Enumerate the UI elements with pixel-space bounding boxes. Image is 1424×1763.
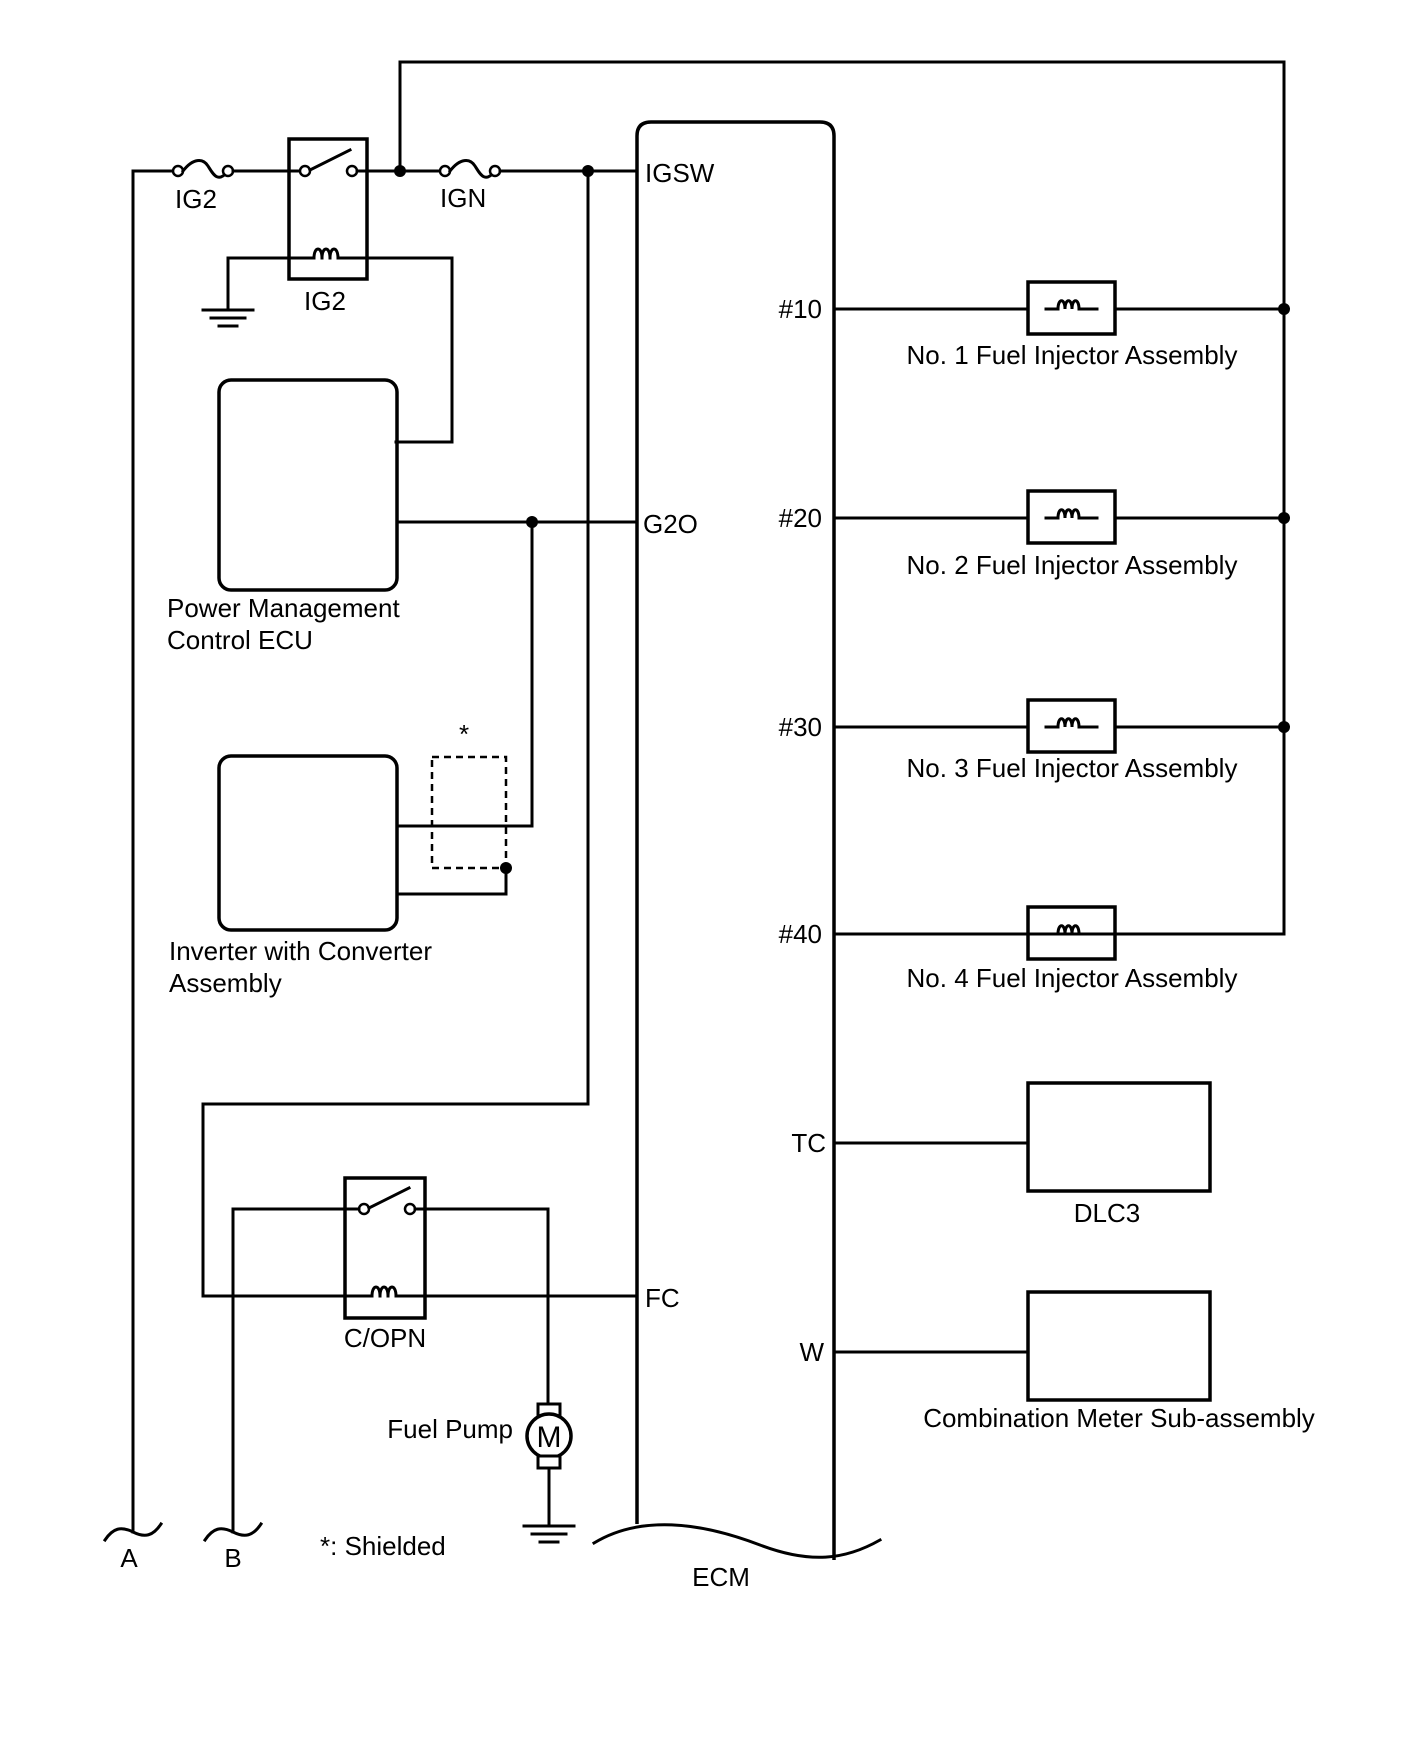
fuel-injector-2 bbox=[1026, 489, 1117, 545]
pin-inj2: #20 bbox=[779, 503, 822, 533]
relay-copn bbox=[343, 1176, 427, 1320]
wire-copn-coil-feed bbox=[201, 169, 590, 1298]
pin-g2o: G2O bbox=[643, 509, 698, 539]
motor-symbol: M bbox=[537, 1421, 562, 1454]
connector-break-a bbox=[102, 1521, 164, 1543]
inverter-with-converter bbox=[217, 754, 399, 932]
ecm-box bbox=[635, 120, 836, 1560]
combination-meter-box bbox=[1026, 1290, 1212, 1402]
wire-inverter-signal bbox=[395, 520, 534, 828]
fuel-injector-4 bbox=[1026, 905, 1117, 961]
connector-break-b bbox=[202, 1521, 264, 1543]
junction bbox=[1278, 303, 1290, 315]
wire-fuel-pump-feed bbox=[413, 1207, 550, 1406]
combination-meter-label: Combination Meter Sub-assembly bbox=[923, 1403, 1315, 1433]
junction bbox=[500, 862, 512, 874]
inverter-label-line1: Inverter with Converter bbox=[169, 936, 432, 966]
relay-copn-label: C/OPN bbox=[344, 1323, 426, 1353]
fuse-ig2-label: IG2 bbox=[175, 184, 217, 214]
connector-b-label: B bbox=[224, 1543, 241, 1573]
pm-ecu-label-line1: Power Management bbox=[167, 593, 400, 623]
pin-igsw: IGSW bbox=[645, 158, 715, 188]
junction bbox=[394, 165, 406, 177]
injector-4-label: No. 4 Fuel Injector Assembly bbox=[907, 963, 1238, 993]
pin-inj3: #30 bbox=[779, 712, 822, 742]
power-management-ecu bbox=[217, 378, 399, 592]
shield-box bbox=[430, 755, 508, 870]
pin-inj4: #40 bbox=[779, 919, 822, 949]
wire-injector-feed bbox=[398, 60, 1286, 936]
fuse-ign-label: IGN bbox=[440, 183, 486, 213]
inverter-label-line2: Assembly bbox=[169, 968, 282, 998]
fuel-injector-1 bbox=[1026, 280, 1117, 336]
fuel-pump-label: Fuel Pump bbox=[387, 1414, 513, 1444]
wire-connector-a bbox=[131, 169, 175, 1534]
shielded-note: *: Shielded bbox=[320, 1531, 446, 1561]
wire-inverter-shield bbox=[395, 866, 508, 896]
dlc3-label: DLC3 bbox=[1074, 1198, 1140, 1228]
dlc3-box bbox=[1026, 1081, 1212, 1193]
relay-ig2 bbox=[287, 137, 369, 281]
injector-2-label: No. 2 Fuel Injector Assembly bbox=[907, 550, 1238, 580]
ecm-break bbox=[591, 1523, 883, 1559]
fuse-ig2 bbox=[171, 159, 235, 179]
pin-inj1: #10 bbox=[779, 294, 822, 324]
ground-symbol bbox=[201, 308, 255, 328]
relay-coil-ig2 bbox=[312, 247, 340, 260]
pin-tc: TC bbox=[791, 1128, 826, 1158]
relay-coil-copn bbox=[370, 1285, 398, 1298]
pin-w: W bbox=[799, 1337, 824, 1367]
wire-relay-ground bbox=[226, 256, 291, 310]
injector-3-label: No. 3 Fuel Injector Assembly bbox=[907, 753, 1238, 783]
junction bbox=[1278, 721, 1290, 733]
wire-connector-b bbox=[231, 1207, 361, 1534]
pin-fc: FC bbox=[645, 1283, 680, 1313]
junction bbox=[1278, 512, 1290, 524]
relay-ig2-label: IG2 bbox=[304, 286, 346, 316]
wire-relay-control bbox=[365, 256, 454, 444]
injector-1-label: No. 1 Fuel Injector Assembly bbox=[907, 340, 1238, 370]
ecm-label: ECM bbox=[692, 1562, 750, 1592]
fuel-pump-motor bbox=[525, 1402, 573, 1470]
pm-ecu-label-line2: Control ECU bbox=[167, 625, 313, 655]
connector-a-label: A bbox=[120, 1543, 138, 1573]
shield-marker: * bbox=[459, 719, 469, 749]
fuse-ign bbox=[438, 159, 502, 179]
ground-symbol bbox=[522, 1524, 576, 1544]
fuel-injector-3 bbox=[1026, 698, 1117, 754]
